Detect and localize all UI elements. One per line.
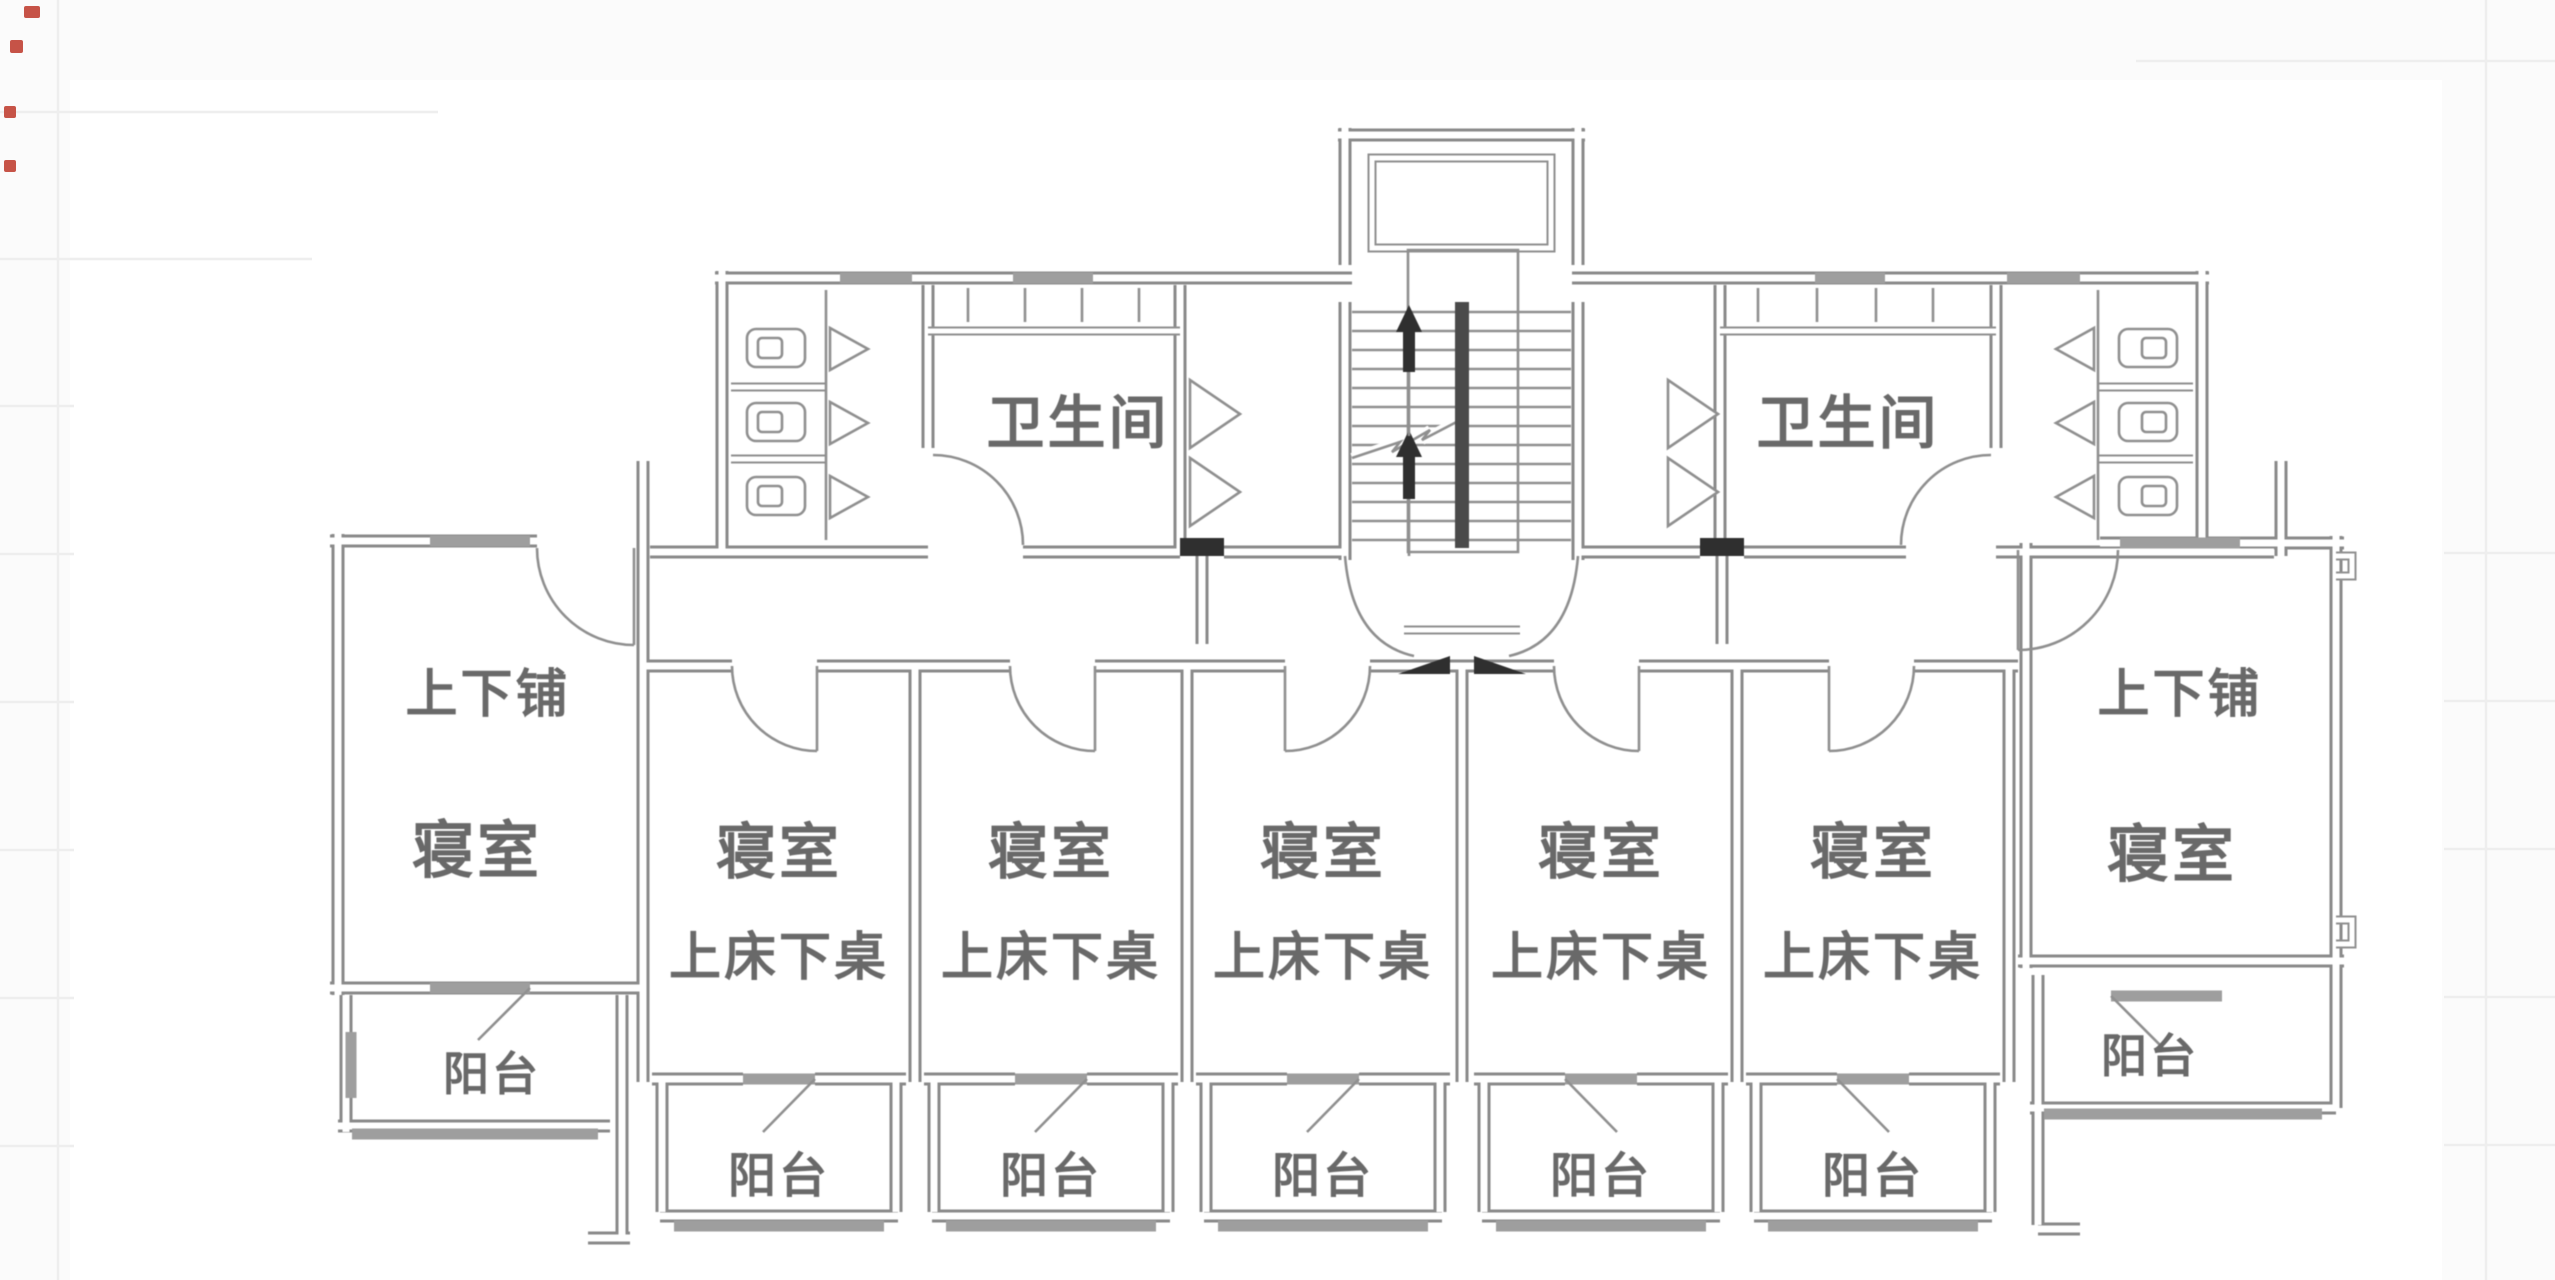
door-swing-icon bbox=[2053, 399, 2096, 447]
door-swing-icon bbox=[1666, 377, 1721, 451]
toilet-inner bbox=[2140, 336, 2168, 360]
door-swing-icon bbox=[2053, 473, 2096, 521]
label-balcony: 阳台 bbox=[1272, 1150, 1374, 1203]
wall-poche bbox=[1700, 538, 1744, 556]
partition-core bbox=[731, 155, 2355, 947]
label-balcony-corner-right: 阳台 bbox=[2101, 1030, 2199, 1082]
red-edge-mark bbox=[4, 106, 16, 118]
label-bathroom-right: 卫生间 bbox=[1756, 391, 1939, 456]
label-bed-desk: 上床下桌 bbox=[1491, 929, 1711, 987]
label-bedroom: 寝室 bbox=[1810, 819, 1936, 886]
label-bedroom-corner-left: 寝室 bbox=[412, 817, 542, 886]
label-balcony: 阳台 bbox=[1000, 1150, 1102, 1203]
door-swing-icon bbox=[1666, 455, 1721, 529]
door-swing-icon bbox=[1188, 455, 1243, 529]
red-edge-mark bbox=[24, 6, 40, 18]
label-bedroom: 寝室 bbox=[1538, 819, 1664, 886]
label-bedroom: 寝室 bbox=[988, 819, 1114, 886]
entry-poche-wedge bbox=[1398, 656, 1526, 674]
door-swing-icon bbox=[828, 473, 871, 521]
label-bedroom-corner-right: 寝室 bbox=[2107, 821, 2237, 890]
door-swing-icon bbox=[828, 399, 871, 447]
door-swing-icon bbox=[1188, 377, 1243, 451]
label-balcony: 阳台 bbox=[728, 1150, 830, 1203]
label-bathroom-left: 卫生间 bbox=[986, 391, 1169, 456]
red-edge-mark bbox=[10, 40, 23, 53]
dormitory-floor-plan: 卫生间 卫生间 上下铺 上下铺 寝室 寝室 寝室 寝室 寝室 寝室 寝室 上床下… bbox=[330, 128, 2357, 1245]
stair-handrail bbox=[1455, 302, 1469, 548]
toilet-inner bbox=[2140, 410, 2168, 434]
label-bed-desk: 上床下桌 bbox=[941, 929, 1161, 987]
stall-door-swings bbox=[828, 325, 2096, 529]
red-edge-mark bbox=[4, 160, 16, 172]
toilet-inner bbox=[2140, 484, 2168, 508]
stair-up-arrow bbox=[1396, 305, 1422, 372]
toilet-inner bbox=[756, 410, 784, 434]
label-bed-desk: 上床下桌 bbox=[1213, 929, 1433, 987]
toilet-inner bbox=[756, 336, 784, 360]
red-edge-marks bbox=[4, 6, 40, 172]
toilet-fixtures bbox=[745, 327, 2179, 517]
label-bunk-right: 上下铺 bbox=[2097, 666, 2262, 724]
window-bands bbox=[345, 272, 2322, 1232]
wall-poche bbox=[1180, 538, 1224, 556]
door-swing-icon bbox=[828, 325, 871, 373]
stair-up-arrow bbox=[1396, 430, 1422, 499]
label-balcony: 阳台 bbox=[1822, 1150, 1924, 1203]
toilet-inner bbox=[756, 484, 784, 508]
label-bunk-left: 上下铺 bbox=[405, 666, 570, 724]
label-balcony: 阳台 bbox=[1550, 1150, 1652, 1203]
label-balcony-corner-left: 阳台 bbox=[443, 1048, 541, 1100]
label-bedroom: 寝室 bbox=[716, 819, 842, 886]
label-bed-desk: 上床下桌 bbox=[1763, 929, 1983, 987]
door-swing-icon bbox=[2053, 325, 2096, 373]
label-bedroom: 寝室 bbox=[1260, 819, 1386, 886]
label-bed-desk: 上床下桌 bbox=[669, 929, 889, 987]
